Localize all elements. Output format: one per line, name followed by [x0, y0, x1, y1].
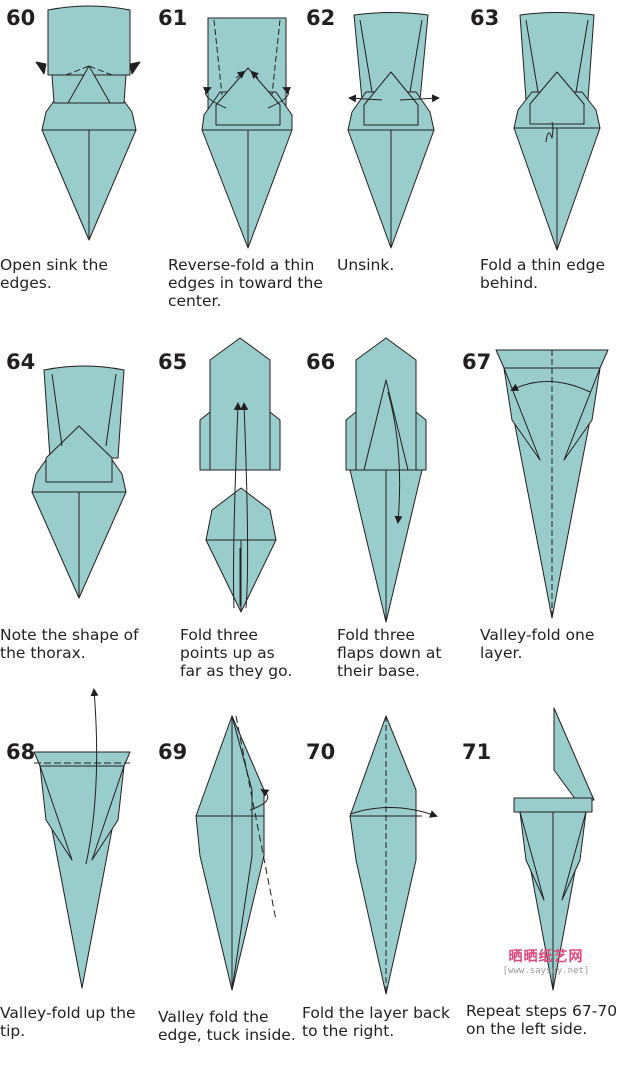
step-caption-66: Fold three flaps down at their base. [337, 626, 442, 680]
step-caption-60: Open sink the edges. [0, 256, 108, 292]
step-70-model [349, 715, 438, 995]
step-caption-63: Fold a thin edge behind. [480, 256, 606, 292]
step-number-66: 66 [306, 350, 336, 374]
step-caption-69: Valley fold the edge, tuck inside. [158, 1008, 296, 1044]
step-number-61: 61 [158, 6, 188, 30]
step-caption-71: Repeat steps 67-70 on the left side. [466, 1002, 618, 1038]
step-caption-68: Valley-fold up the tip. [0, 1004, 136, 1040]
step-number-62: 62 [306, 6, 336, 30]
step-number-67: 67 [462, 350, 492, 374]
step-number-64: 64 [6, 350, 36, 374]
step-68-model [33, 688, 131, 989]
step-67-model [495, 349, 609, 619]
step-number-65: 65 [158, 350, 188, 374]
step-60-model [35, 5, 141, 241]
step-64-model [31, 365, 127, 599]
step-caption-64: Note the shape of the thorax. [0, 626, 139, 662]
watermark: 晒晒纸艺网 [www.saysay.net] [492, 946, 600, 976]
watermark-url: [www.saysay.net] [502, 966, 590, 976]
step-62-model [347, 12, 440, 249]
step-caption-65: Fold three points up as far as they go. [180, 626, 293, 680]
step-caption-62: Unsink. [337, 256, 395, 274]
step-71-model [513, 707, 595, 991]
watermark-logo: 晒晒纸艺网 [508, 949, 584, 965]
step-61-model [201, 17, 293, 249]
step-caption-70: Fold the layer back to the right. [302, 1004, 450, 1040]
step-number-71: 71 [462, 740, 492, 764]
step-caption-61: Reverse-fold a thin edges in toward the … [168, 256, 323, 310]
step-66-model [345, 337, 427, 623]
step-caption-67: Valley-fold one layer. [480, 626, 595, 662]
step-63-model [513, 12, 601, 251]
step-number-70: 70 [306, 740, 336, 764]
step-number-68: 68 [6, 740, 36, 764]
step-number-69: 69 [158, 740, 188, 764]
step-65-model [199, 337, 281, 613]
step-number-63: 63 [470, 6, 500, 30]
step-number-60: 60 [6, 6, 36, 30]
step-69-model [195, 715, 277, 991]
